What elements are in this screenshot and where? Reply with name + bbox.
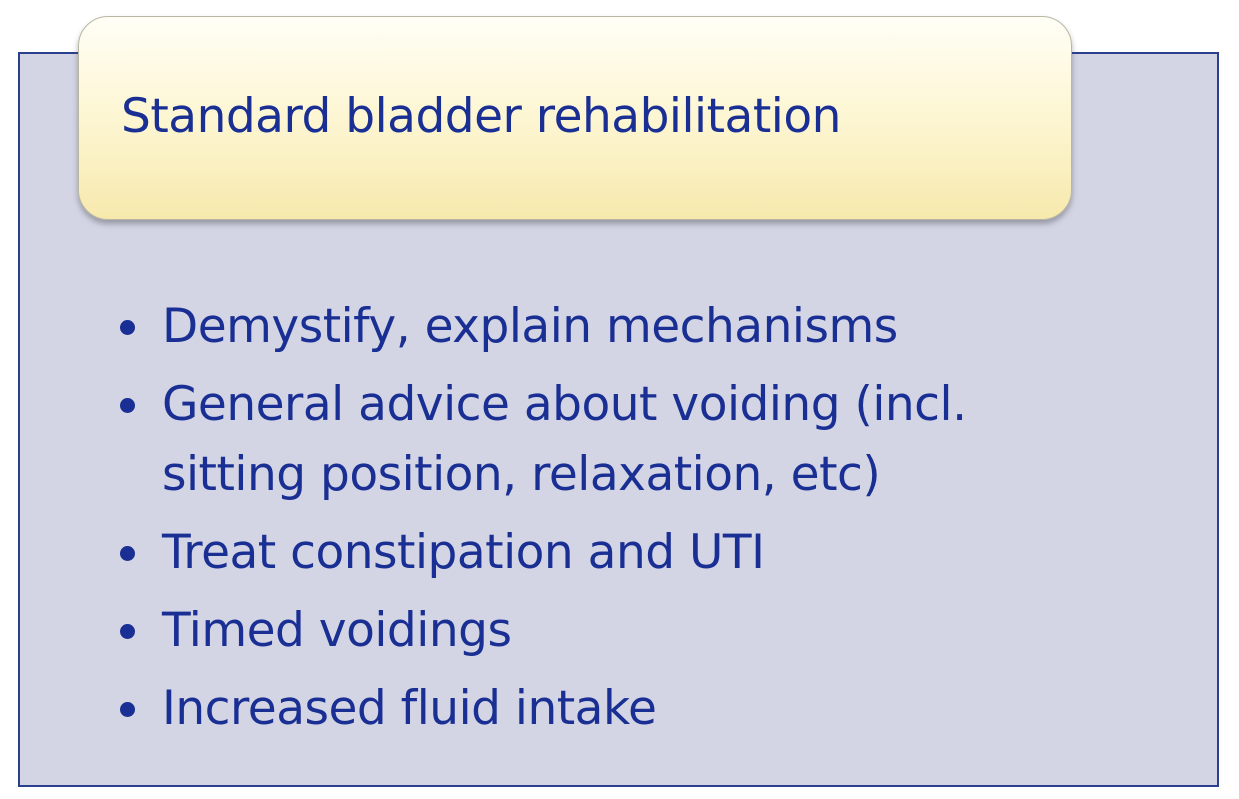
bullet-dot-icon — [120, 702, 135, 717]
slide-title: Standard bladder rehabilitation — [121, 89, 841, 144]
bullet-text: Demystify, explain mechanisms — [162, 299, 898, 354]
bullet-text: Timed voidings — [162, 603, 512, 658]
bullet-dot-icon — [120, 624, 135, 639]
bullet-dot-icon — [120, 398, 135, 413]
bullet-text: Increased fluid intake — [162, 681, 657, 736]
bullet-item: Demystify, explain mechanisms — [112, 292, 1112, 362]
bullet-item: Treat constipation and UTI — [112, 518, 1112, 588]
bullet-item: Increased fluid intake — [112, 674, 1112, 744]
bullet-dot-icon — [120, 320, 135, 335]
bullet-dot-icon — [120, 546, 135, 561]
bullet-item: General advice about voiding (incl. sitt… — [112, 370, 1112, 510]
title-box: Standard bladder rehabilitation — [78, 16, 1072, 220]
bullet-list: Demystify, explain mechanisms General ad… — [112, 292, 1112, 752]
bullet-text: General advice about voiding (incl. sitt… — [162, 377, 967, 502]
bullet-item: Timed voidings — [112, 596, 1112, 666]
bullet-text: Treat constipation and UTI — [162, 525, 765, 580]
